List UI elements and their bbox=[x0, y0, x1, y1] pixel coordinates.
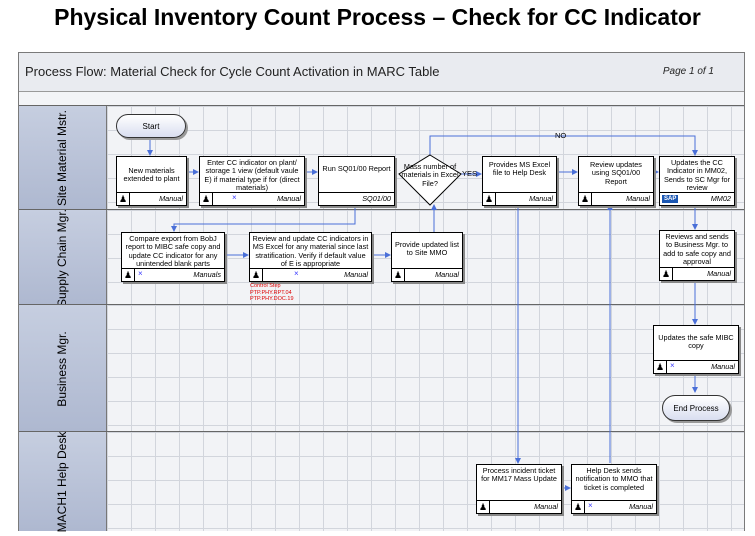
step-reviews-sends: Reviews and sends to Business Mgr. to ad… bbox=[659, 230, 735, 281]
cross-icon: × bbox=[670, 361, 675, 370]
person-icon: ♟ bbox=[483, 193, 496, 205]
step-enter-cc: Enter CC indicator on plant/ storage 1 v… bbox=[199, 156, 305, 206]
cross-icon: × bbox=[588, 501, 593, 510]
step-updates-safe: Updates the safe MIBC copy ♟×Manual bbox=[653, 325, 739, 374]
lane-business: Business Mgr. bbox=[19, 304, 744, 432]
sap-icon: SAP bbox=[662, 195, 679, 204]
person-icon: ♟ bbox=[117, 193, 130, 205]
decision-text: Mass number of materials in Excel File? bbox=[401, 162, 459, 188]
end-terminator: End Process bbox=[662, 395, 730, 421]
person-icon: ♟ bbox=[392, 269, 405, 281]
step-process-incident: Process incident ticket for MM17 Mass Up… bbox=[476, 464, 562, 514]
cross-icon: × bbox=[232, 193, 237, 202]
step-review-update-cc: Review and update CC indicators in MS Ex… bbox=[249, 232, 372, 282]
no-label: NO bbox=[555, 131, 567, 140]
person-icon: ♟ bbox=[572, 501, 585, 513]
step-new-materials: New materials extended to plant ♟Manual bbox=[116, 156, 187, 206]
control-step-note: Control Step PTP.PHY.RPT.04 PTP.PHY.DOC.… bbox=[250, 283, 294, 302]
cross-icon: × bbox=[138, 269, 143, 278]
person-icon: ♟ bbox=[579, 193, 592, 205]
step-updates-cc: Updates the CC Indicator in MM02, Sends … bbox=[659, 156, 735, 206]
step-review-updates: Review updates using SQ01/00 Report ♟Man… bbox=[578, 156, 654, 206]
page-title: Physical Inventory Count Process – Check… bbox=[54, 4, 701, 30]
flow-header: Process Flow: Material Check for Cycle C… bbox=[19, 53, 744, 92]
step-provide-list: Provide updated list to Site MMO ♟Manual bbox=[391, 232, 463, 282]
step-provides-excel: Provides MS Excel file to Help Desk ♟Man… bbox=[482, 156, 557, 206]
step-run-report: Run SQ01/00 Report SQ01/00 bbox=[318, 156, 395, 206]
person-icon: ♟ bbox=[250, 269, 263, 281]
person-icon: ♟ bbox=[200, 193, 213, 205]
start-terminator: Start bbox=[116, 114, 186, 138]
person-icon: ♟ bbox=[654, 361, 667, 373]
flow-title: Process Flow: Material Check for Cycle C… bbox=[25, 64, 440, 79]
person-icon: ♟ bbox=[122, 269, 135, 281]
person-icon: ♟ bbox=[477, 501, 490, 513]
person-icon: ♟ bbox=[660, 268, 673, 280]
yes-label: YES bbox=[462, 169, 478, 178]
cross-icon: × bbox=[294, 269, 299, 278]
step-compare-export: Compare export from BobJ report to MIBC … bbox=[121, 232, 225, 282]
decision-diamond bbox=[398, 154, 462, 206]
step-help-desk-sends: Help Desk sends notification to MMO that… bbox=[571, 464, 657, 514]
page-indicator: Page 1 of 1 bbox=[662, 66, 714, 77]
